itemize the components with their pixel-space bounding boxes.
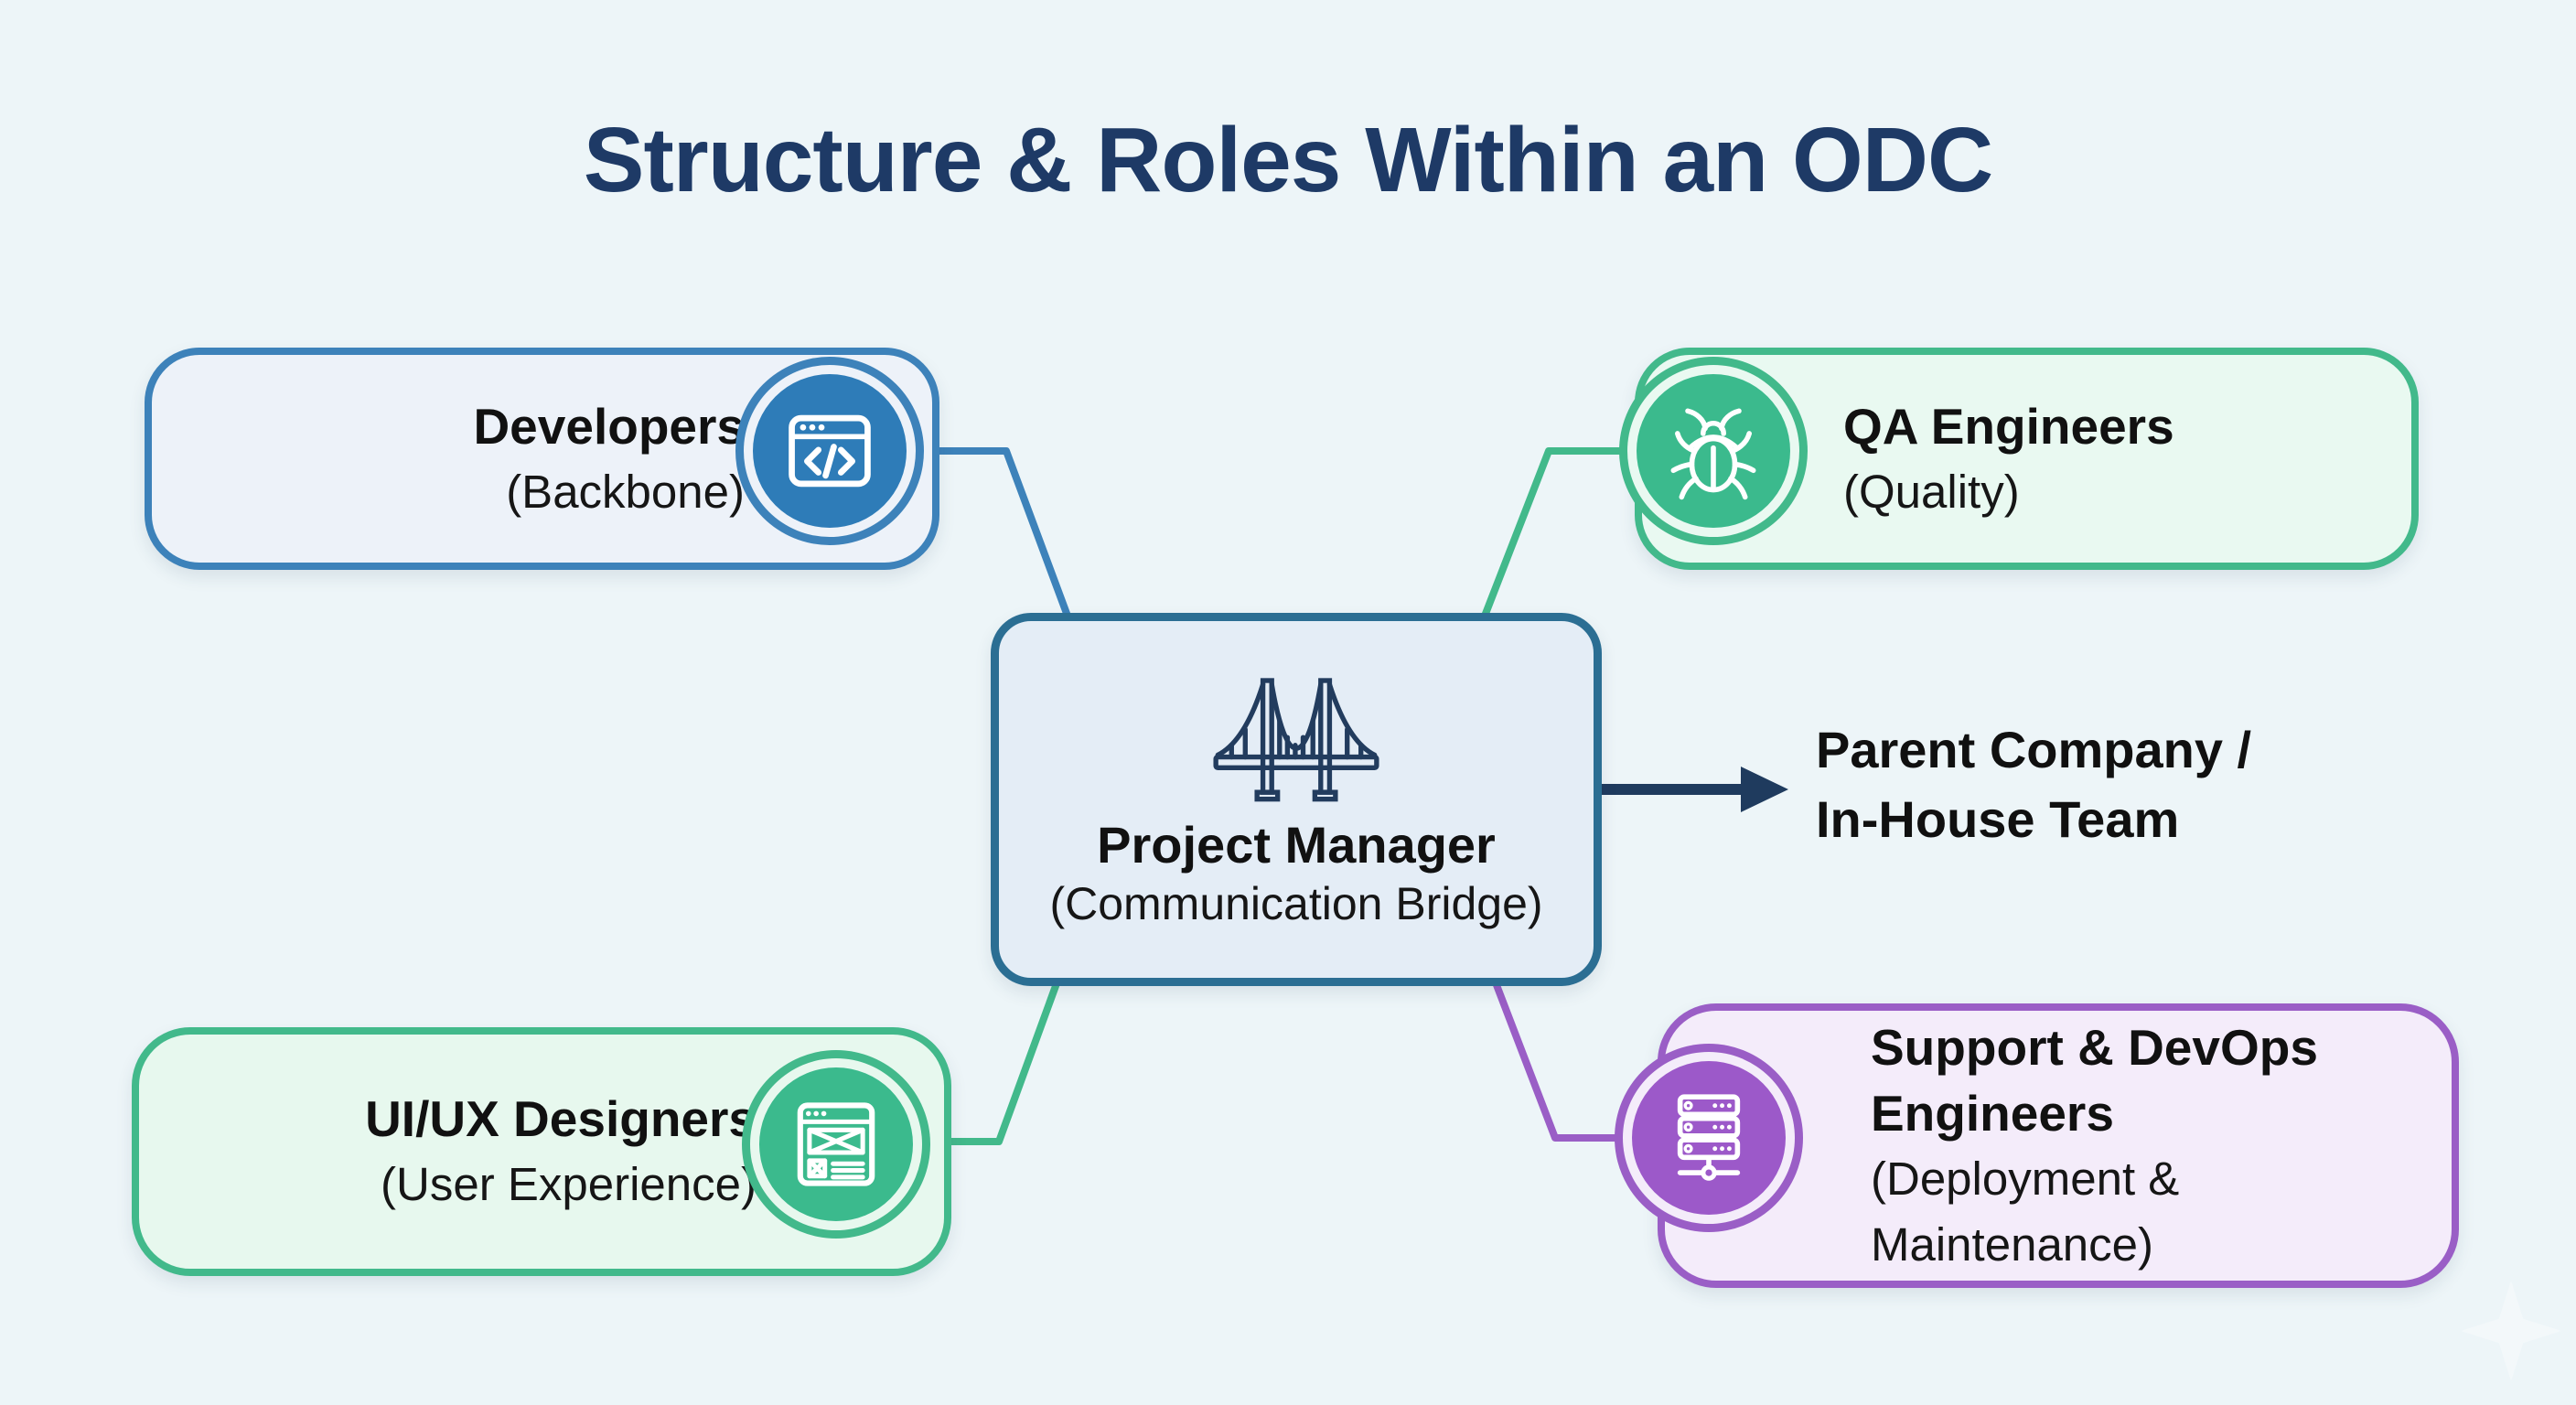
external-team-label: Parent Company / In-House Team — [1816, 715, 2251, 854]
wireframe-icon — [759, 1067, 913, 1221]
node-devops-name: Support & DevOps Engineers — [1871, 1018, 2318, 1142]
node-qa-subtitle: (Quality) — [1843, 465, 2020, 518]
node-developers-name: Developers — [473, 397, 745, 455]
server-stack-icon — [1632, 1061, 1786, 1215]
bug-icon — [1637, 374, 1790, 528]
page-title: Structure & Roles Within an ODC — [583, 109, 1993, 211]
node-uiux-name: UI/UX Designers — [365, 1090, 757, 1147]
external-team-line1: Parent Company / — [1816, 721, 2252, 778]
node-developers-subtitle: (Backbone) — [506, 465, 745, 518]
node-pm-subtitle: (Communication Bridge) — [1049, 878, 1543, 929]
external-team-line2: In-House Team — [1816, 790, 2180, 848]
node-qa-name: QA Engineers — [1843, 397, 2174, 455]
node-devops-subtitle: (Deployment & Maintenance) — [1871, 1152, 2180, 1271]
node-uiux-designers: UI/UX Designers (User Experience) — [132, 1027, 951, 1276]
node-qa-engineers: QA Engineers (Quality) — [1635, 348, 2419, 570]
code-window-icon — [753, 374, 907, 528]
bridge-icon — [1213, 678, 1379, 802]
arrow-right-icon — [1587, 767, 1788, 812]
node-project-manager: Project Manager (Communication Bridge) — [991, 613, 1602, 986]
node-pm-name: Project Manager — [1097, 816, 1496, 874]
node-uiux-subtitle: (User Experience) — [381, 1158, 757, 1210]
node-devops-engineers: Support & DevOps Engineers (Deployment &… — [1658, 1003, 2459, 1288]
